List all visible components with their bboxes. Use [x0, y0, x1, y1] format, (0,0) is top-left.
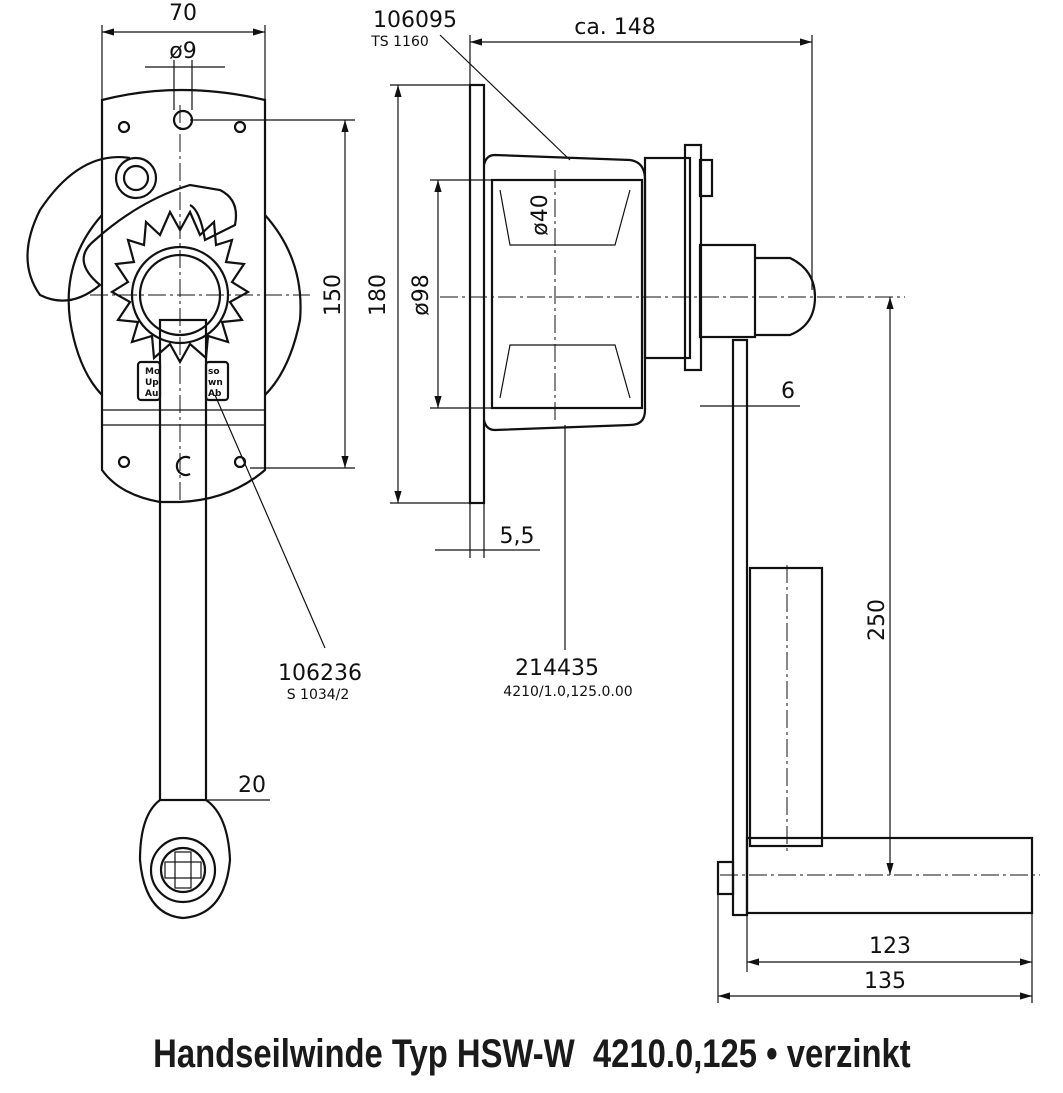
- svg-text:ø9: ø9: [169, 39, 196, 64]
- front-view: Mo Up Au so wn Ab 70 ø9 150 20 106236 S …: [26, 1, 362, 920]
- svg-text:123: 123: [869, 934, 911, 959]
- side-view: 180 ø98 ø40 ca. 148 106095 TS 1160 6 5,5…: [366, 8, 1040, 1003]
- svg-text:70: 70: [169, 1, 197, 26]
- svg-text:wn: wn: [208, 378, 223, 388]
- mounting-plate: [468, 83, 486, 505]
- svg-text:214435: 214435: [515, 656, 599, 681]
- crank-arm-side: [731, 338, 749, 917]
- svg-text:S 1034/2: S 1034/2: [287, 687, 350, 703]
- svg-text:so: so: [208, 367, 220, 377]
- svg-text:20: 20: [238, 773, 266, 798]
- drum-flange-right: [264, 214, 302, 396]
- drum: [490, 178, 644, 410]
- svg-text:106236: 106236: [278, 661, 362, 686]
- handle-sleeve: [748, 566, 824, 848]
- svg-text:250: 250: [865, 599, 890, 641]
- svg-text:180: 180: [366, 274, 391, 316]
- crank-arm: [158, 318, 208, 802]
- svg-text:5,5: 5,5: [500, 524, 535, 549]
- svg-text:ca. 148: ca. 148: [574, 15, 656, 40]
- svg-text:Up: Up: [145, 378, 159, 388]
- drum-flange-left: [67, 214, 103, 396]
- frame-bracket: [482, 153, 647, 432]
- pawl-pivot: [114, 156, 158, 200]
- svg-text:TS 1160: TS 1160: [370, 34, 429, 50]
- pawl-lever: [26, 156, 238, 302]
- svg-text:ø40: ø40: [528, 194, 553, 235]
- shaft-housing: [698, 243, 757, 339]
- crank-end: [138, 799, 232, 920]
- svg-text:Ab: Ab: [208, 389, 222, 399]
- flange: [683, 143, 703, 372]
- svg-text:ø98: ø98: [409, 274, 434, 315]
- svg-text:150: 150: [321, 274, 346, 316]
- label-up-plate: [136, 360, 162, 402]
- svg-text:Mo: Mo: [145, 367, 160, 377]
- svg-text:6: 6: [781, 379, 795, 404]
- technical-drawing: Mo Up Au so wn Ab 70 ø9 150 20 106236 S …: [26, 1, 1040, 1003]
- drawing-title: Handseilwinde Typ HSW-W 4210.0,125 • ver…: [152, 1032, 911, 1076]
- svg-text:4210/1.0,125.0.00: 4210/1.0,125.0.00: [503, 684, 632, 700]
- gear-housing: [643, 156, 692, 360]
- svg-text:106095: 106095: [373, 8, 457, 33]
- shaft-cap: [755, 256, 817, 337]
- svg-text:135: 135: [864, 969, 906, 994]
- svg-text:Au: Au: [145, 389, 158, 399]
